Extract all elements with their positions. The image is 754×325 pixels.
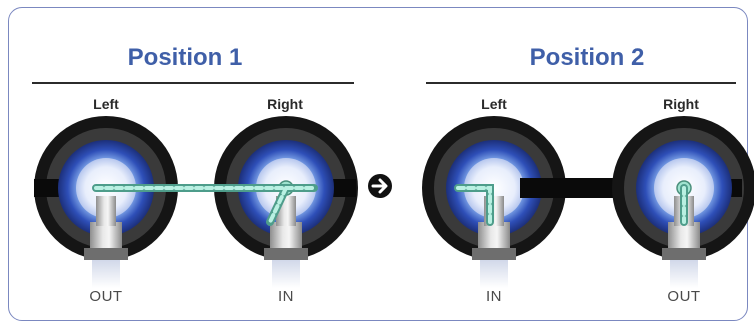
- position-2-group: [422, 116, 754, 288]
- position-2-divider: [426, 82, 736, 84]
- position-2-left-jack-label: IN: [486, 288, 502, 305]
- position-1-divider: [32, 82, 354, 84]
- jack-right-1: [214, 116, 358, 288]
- position-1-title: Position 1: [127, 44, 243, 71]
- position-2-right-jack-label: OUT: [667, 288, 701, 305]
- position-2-right-label: Right: [663, 96, 699, 112]
- position-1-left-jack-label: OUT: [89, 288, 123, 305]
- jack-left-1: [34, 116, 178, 288]
- signal-path-2: [454, 184, 688, 226]
- position-1-right-label: Right: [267, 96, 303, 112]
- position-1-left-label: Left: [93, 96, 119, 112]
- signal-path-1: [92, 184, 318, 226]
- position-1-group: [34, 116, 358, 288]
- circle-arrow-right-icon: [368, 174, 392, 198]
- position-1-right-jack-label: IN: [278, 288, 294, 305]
- position-2-left-label: Left: [481, 96, 507, 112]
- position-2-title: Position 2: [529, 44, 645, 71]
